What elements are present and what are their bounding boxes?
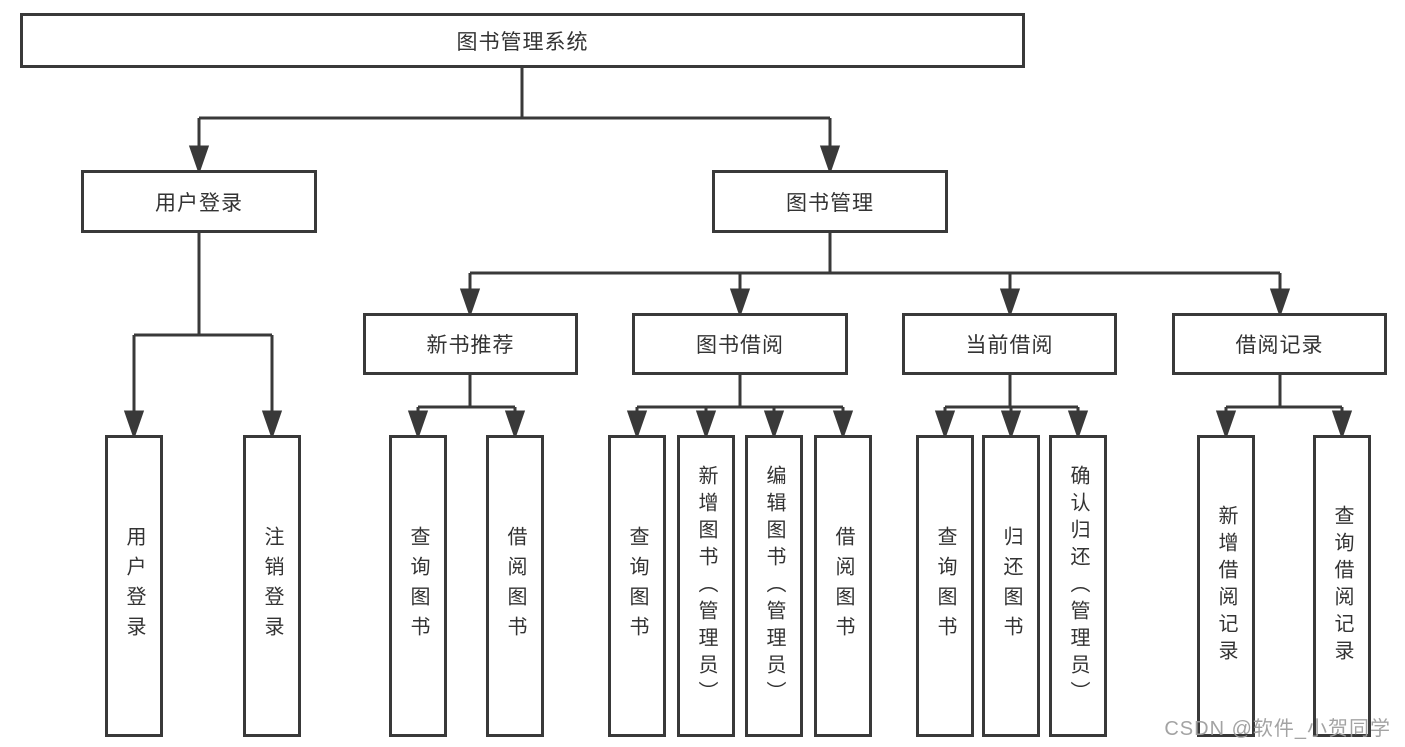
arrowhead-down-icon <box>459 288 481 318</box>
node-label: 图书管理系统 <box>456 30 589 54</box>
leaf-label: 注销登录 <box>261 526 283 646</box>
arrowhead-down-icon <box>934 410 956 440</box>
leaf-label: 确认归还（管理员） <box>1067 464 1089 708</box>
arrowhead-down-icon <box>832 410 854 440</box>
leaf-label: 查询借阅记录 <box>1331 505 1353 667</box>
arrowhead-down-icon <box>1331 410 1353 440</box>
leaf-label: 借阅图书 <box>504 526 526 646</box>
leaf-label: 借阅图书 <box>832 526 854 646</box>
node-label: 图书借阅 <box>696 334 784 357</box>
leaf-label: 编辑图书（管理员） <box>763 464 785 708</box>
leaf-query-books-current: 查询图书 <box>916 435 974 737</box>
arrowhead-down-icon <box>626 410 648 440</box>
arrowhead-down-icon <box>695 410 717 440</box>
node-book-management: 图书管理 <box>712 170 948 233</box>
module-leaf-connectors <box>407 375 1353 440</box>
arrowhead-down-icon <box>763 410 785 440</box>
leaf-query-borrow-record: 查询借阅记录 <box>1313 435 1371 737</box>
leaf-borrow-books-recommend: 借阅图书 <box>486 435 544 737</box>
node-root-system: 图书管理系统 <box>20 13 1025 68</box>
node-user-login: 用户登录 <box>81 170 317 233</box>
node-label: 借阅记录 <box>1235 334 1324 357</box>
arrowhead-down-icon <box>1067 410 1089 440</box>
arrowhead-down-icon <box>504 410 526 440</box>
node-label: 新书推荐 <box>426 334 515 357</box>
leaf-label: 归还图书 <box>1000 526 1022 646</box>
leaf-label: 查询图书 <box>407 526 429 646</box>
leaf-return-books: 归还图书 <box>982 435 1040 737</box>
arrowhead-down-icon <box>1000 410 1022 440</box>
leaf-confirm-return-admin: 确认归还（管理员） <box>1049 435 1107 737</box>
leaf-add-books-admin: 新增图书（管理员） <box>677 435 735 737</box>
leaf-label: 查询图书 <box>626 526 648 646</box>
leaf-label: 查询图书 <box>934 526 956 646</box>
book-mgmt-branch-connector <box>459 233 1291 318</box>
arrowhead-down-icon <box>123 410 145 440</box>
root-to-level2-connector <box>188 68 841 175</box>
arrowhead-down-icon <box>261 410 283 440</box>
arrowhead-down-icon <box>1215 410 1237 440</box>
node-label: 当前借阅 <box>965 334 1054 357</box>
leaf-add-borrow-record: 新增借阅记录 <box>1197 435 1255 737</box>
node-book-borrowing: 图书借阅 <box>632 313 848 375</box>
arrowhead-down-icon <box>188 145 210 175</box>
leaf-query-books-recommend: 查询图书 <box>389 435 447 737</box>
arrowhead-down-icon <box>407 410 429 440</box>
arrowhead-down-icon <box>819 145 841 175</box>
user-login-branch-connector <box>123 233 283 440</box>
node-new-book-recommend: 新书推荐 <box>363 313 578 375</box>
leaf-borrow-books-borrowing: 借阅图书 <box>814 435 872 737</box>
leaf-query-books-borrowing: 查询图书 <box>608 435 666 737</box>
leaf-user-login: 用户登录 <box>105 435 163 737</box>
node-current-borrowing: 当前借阅 <box>902 313 1117 375</box>
arrowhead-down-icon <box>729 288 751 318</box>
node-borrowing-records: 借阅记录 <box>1172 313 1387 375</box>
leaf-label: 用户登录 <box>123 526 145 646</box>
leaf-logout: 注销登录 <box>243 435 301 737</box>
node-label: 图书管理 <box>786 191 874 215</box>
leaf-edit-books-admin: 编辑图书（管理员） <box>745 435 803 737</box>
leaf-label: 新增图书（管理员） <box>695 464 717 708</box>
csdn-watermark: CSDN @软件_小贺同学 <box>1164 718 1391 740</box>
leaf-label: 新增借阅记录 <box>1215 505 1237 667</box>
arrowhead-down-icon <box>999 288 1021 318</box>
arrowhead-down-icon <box>1269 288 1291 318</box>
node-label: 用户登录 <box>155 191 243 215</box>
